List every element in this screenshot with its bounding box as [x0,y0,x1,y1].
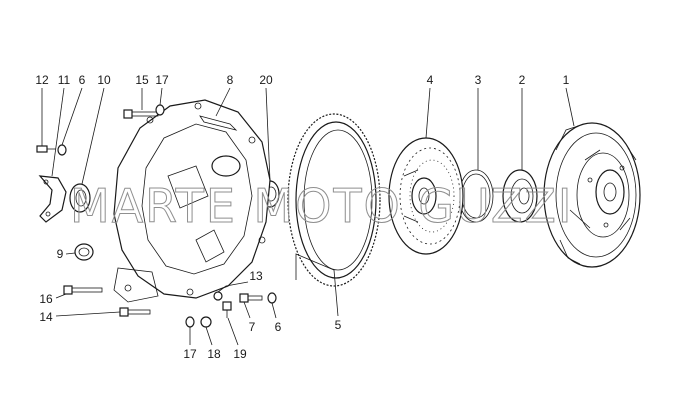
callout-6-bottom: 6 [275,320,282,334]
callout-9: 9 [57,247,64,261]
part-1-clutch-cover [543,122,641,268]
part-8-housing [113,99,271,303]
callout-12: 12 [35,73,49,87]
callout-2: 2 [519,73,526,87]
part-2-thrust-ring [502,169,538,223]
part-4-clutch-disc [388,137,464,255]
callout-13: 13 [249,269,263,283]
callout-17-bottom: 17 [183,347,197,361]
callout-3: 3 [475,73,482,87]
callout-15: 15 [135,73,149,87]
part-10-bearing [69,183,91,213]
callout-1: 1 [563,73,570,87]
part-13-nut [213,291,223,301]
watermark-text: MARTE MOTO GUZZI [70,179,573,233]
part-5-ring-gear [287,113,381,287]
part-18-nut [200,316,212,328]
part-12-screw [36,145,56,153]
callout-14: 14 [39,310,53,324]
callout-6-top: 6 [79,73,86,87]
callout-19: 19 [233,347,247,361]
part-9-plug [74,243,94,261]
callout-8: 8 [227,73,234,87]
callout-4: 4 [427,73,434,87]
callout-17-top: 17 [155,73,169,87]
callout-16: 16 [39,292,53,306]
callout-10: 10 [97,73,111,87]
callout-18: 18 [207,347,221,361]
part-17-washer-bottom [185,316,195,328]
callout-20: 20 [259,73,273,87]
part-17-washer-top [155,104,165,116]
part-11-plate [38,175,67,223]
part-19-screw [222,301,232,318]
part-14-bolt [119,307,151,317]
part-6-washer-top [57,144,67,156]
callout-labels: 12 11 6 10 15 17 8 20 4 3 2 1 9 13 16 14… [35,73,569,361]
part-15-bolt [123,109,159,119]
part-16-bolt [63,285,103,295]
part-6-washer-bottom [267,292,277,304]
callout-11: 11 [58,73,71,87]
callout-5: 5 [335,318,342,332]
callout-7: 7 [249,320,256,334]
part-7-bolt [239,293,263,303]
leader-lines [41,87,575,346]
